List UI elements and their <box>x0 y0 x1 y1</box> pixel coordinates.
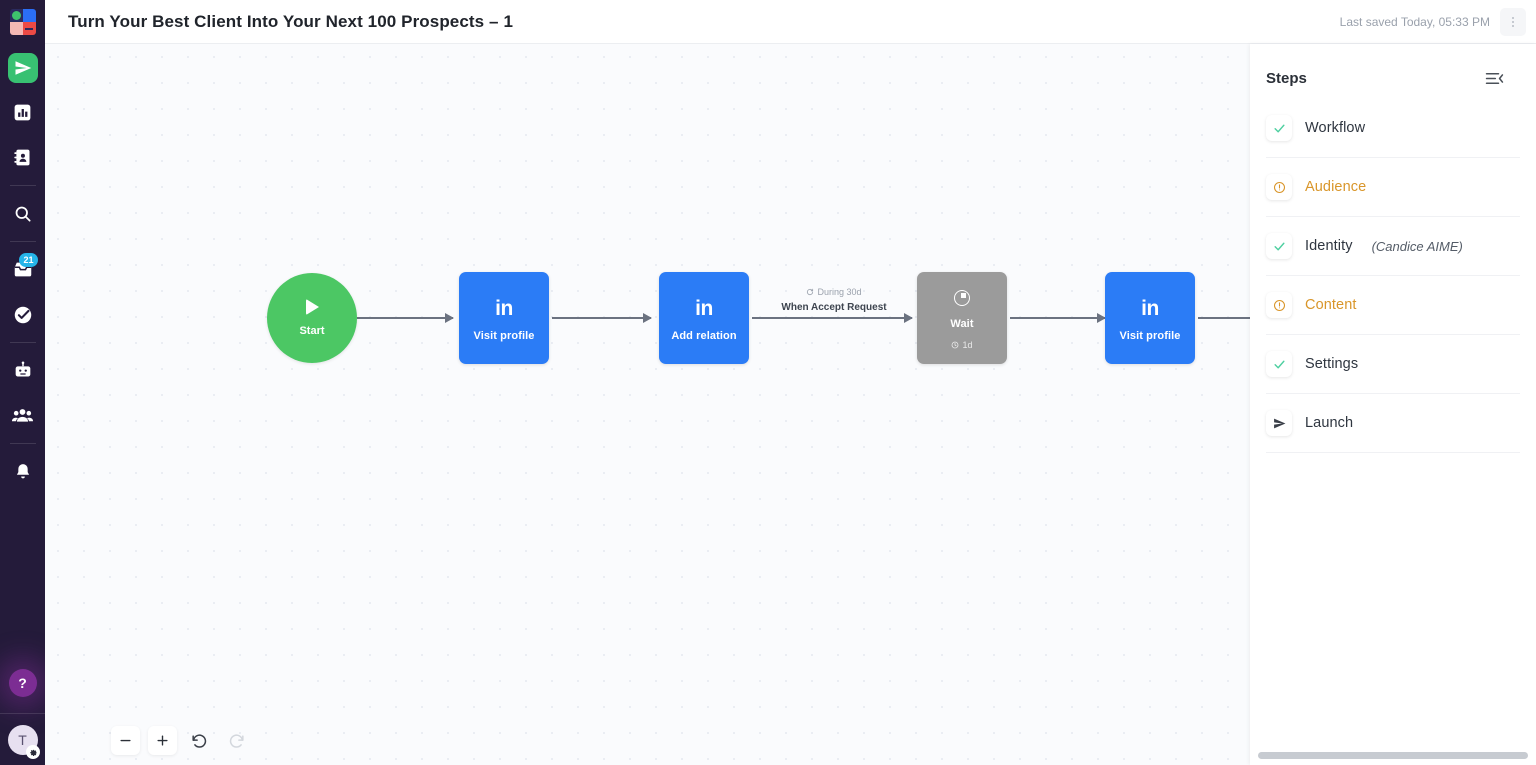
edge-add-relation-to-wait <box>752 317 912 319</box>
node-label: Visit profile <box>1119 330 1181 342</box>
main-area: Turn Your Best Client Into Your Next 100… <box>45 0 1536 765</box>
canvas-toolbar <box>111 726 251 755</box>
send-icon <box>1266 410 1292 436</box>
contacts-icon <box>12 147 33 168</box>
zoom-out-button[interactable] <box>111 726 140 755</box>
top-bar: Turn Your Best Client Into Your Next 100… <box>45 0 1536 44</box>
edge-condition-text: When Accept Request <box>759 302 909 313</box>
check-icon <box>1266 115 1292 141</box>
logo-quadrant-green <box>9 9 23 22</box>
linkedin-icon: in <box>495 297 513 320</box>
step-item-audience[interactable]: Audience <box>1266 158 1520 217</box>
collapse-panel-icon[interactable] <box>1485 71 1504 86</box>
bell-icon <box>13 462 33 482</box>
alert-icon <box>1266 292 1292 318</box>
refresh-icon <box>806 288 814 296</box>
divider <box>9 241 36 242</box>
divider <box>9 185 36 186</box>
steps-title: Steps <box>1266 70 1307 87</box>
sidebar-item-campaigns[interactable] <box>0 45 45 90</box>
step-label: Audience <box>1305 179 1367 195</box>
step-label: Workflow <box>1305 120 1366 136</box>
undo-button[interactable] <box>185 726 214 755</box>
alert-icon <box>1266 174 1292 200</box>
step-item-identity[interactable]: Identity (Candice AIME) <box>1266 217 1520 276</box>
inbox-badge: 21 <box>19 253 38 267</box>
node-label: Visit profile <box>473 330 535 342</box>
step-item-launch[interactable]: Launch <box>1266 394 1520 453</box>
steps-panel: Steps Workflow <box>1250 44 1536 765</box>
edge-visit-profile-to-add-relation <box>552 317 651 319</box>
node-visit-profile-1[interactable]: in Visit profile <box>459 272 549 364</box>
steps-header: Steps <box>1250 44 1536 99</box>
sidebar-item-inbox[interactable]: 21 <box>0 247 45 292</box>
node-label: Wait <box>950 318 974 330</box>
logo-quadrant-blue <box>22 9 36 22</box>
clock-icon <box>954 290 970 306</box>
node-start-label: Start <box>299 325 325 337</box>
tasks-icon <box>12 304 34 326</box>
step-label: Launch <box>1305 415 1354 431</box>
sidebar-item-analytics[interactable] <box>0 90 45 135</box>
search-icon <box>13 204 33 224</box>
edge-wait-to-visit-profile <box>1010 317 1105 319</box>
zoom-in-button[interactable] <box>148 726 177 755</box>
step-item-settings[interactable]: Settings <box>1266 335 1520 394</box>
user-avatar-area[interactable]: T <box>0 713 45 765</box>
sidebar-item-notifications[interactable] <box>0 449 45 494</box>
team-icon <box>11 404 34 427</box>
gear-icon[interactable] <box>26 745 40 759</box>
check-icon <box>1266 351 1292 377</box>
sidebar-item-search[interactable] <box>0 191 45 236</box>
step-label: Content <box>1305 297 1357 313</box>
node-label: Add relation <box>671 330 737 342</box>
step-item-workflow[interactable]: Workflow <box>1266 99 1520 158</box>
step-label: Settings <box>1305 356 1359 372</box>
edge-condition-label: During 30d When Accept Request <box>759 287 909 313</box>
sidebar-item-tasks[interactable] <box>0 292 45 337</box>
last-saved-status: Last saved Today, 05:33 PM <box>1339 14 1490 29</box>
step-label: Identity <box>1305 238 1353 254</box>
edge-visit-profile-to-next <box>1198 317 1294 319</box>
check-icon <box>1266 233 1292 259</box>
panel-horizontal-scrollbar[interactable] <box>1258 752 1528 759</box>
help-button[interactable]: ? <box>8 669 37 697</box>
node-add-relation[interactable]: in Add relation <box>659 272 749 364</box>
node-visit-profile-2[interactable]: in Visit profile <box>1105 272 1195 364</box>
top-bar-right: Last saved Today, 05:33 PM <box>1339 7 1536 36</box>
node-wait[interactable]: Wait 1d <box>917 272 1007 364</box>
divider <box>9 443 36 444</box>
steps-list: Workflow Audience Identity (Candice AIME… <box>1250 99 1536 453</box>
edge-duration: During 30d <box>759 287 909 297</box>
left-nav-rail: 21 <box>0 0 45 765</box>
node-wait-duration: 1d <box>951 340 973 350</box>
redo-button[interactable] <box>222 726 251 755</box>
play-icon <box>305 299 319 315</box>
logo-quadrant-red <box>22 22 36 35</box>
divider <box>9 342 36 343</box>
node-start[interactable]: Start <box>267 273 357 363</box>
linkedin-icon: in <box>1141 297 1159 320</box>
sidebar-item-automation[interactable] <box>0 348 45 393</box>
logo-quadrant-pink <box>9 22 23 35</box>
chart-icon <box>12 102 33 123</box>
page-title: Turn Your Best Client Into Your Next 100… <box>68 11 513 31</box>
send-icon <box>7 52 38 83</box>
app-logo[interactable] <box>9 9 36 35</box>
linkedin-icon: in <box>695 297 713 320</box>
sidebar-item-team[interactable] <box>0 393 45 438</box>
more-options-icon[interactable] <box>1500 7 1526 36</box>
robot-icon <box>12 360 34 382</box>
sidebar-item-contacts[interactable] <box>0 135 45 180</box>
step-item-content[interactable]: Content <box>1266 276 1520 335</box>
edge-start-to-visit-profile <box>357 317 453 319</box>
step-identity-note: (Candice AIME) <box>1371 238 1463 254</box>
